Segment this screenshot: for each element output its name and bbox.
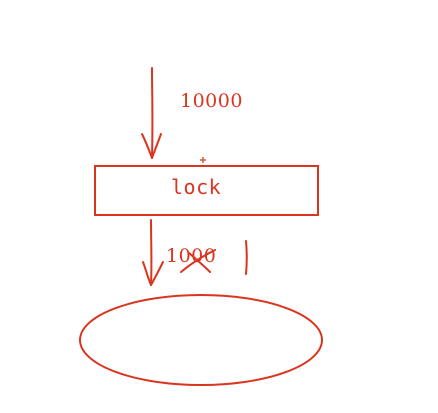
strike-out-mark (180, 249, 216, 273)
vertical-tick-mark (245, 240, 248, 275)
incoming-count-label: 10000 (180, 90, 243, 112)
outgoing-count-label: 1000 (166, 245, 216, 267)
target-ellipse (79, 294, 323, 386)
lock-label: lock (171, 175, 221, 199)
lock-box (94, 165, 319, 216)
incoming-arrow (141, 67, 162, 159)
outgoing-arrow (142, 219, 164, 286)
cursor-mark (200, 157, 206, 163)
